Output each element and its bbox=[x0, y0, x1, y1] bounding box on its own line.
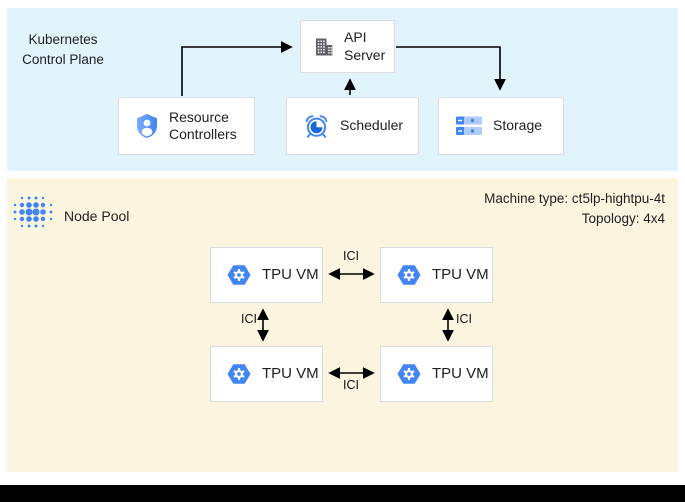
machine-type-label: Machine type: ct5lp-hightpu-4t bbox=[484, 191, 665, 206]
api-server-node: API Server bbox=[300, 20, 395, 73]
hexagon-gear-icon bbox=[396, 361, 422, 387]
hexagon-gear-icon bbox=[396, 262, 422, 288]
topology-label: Topology: 4x4 bbox=[581, 210, 665, 226]
tpu-vm-node-bottom-right: TPU VM bbox=[380, 346, 493, 402]
tpu-vm-node-top-left: TPU VM bbox=[210, 247, 323, 303]
node-pool-title: Node Pool bbox=[64, 208, 130, 224]
scheduler-node: Scheduler bbox=[286, 97, 419, 155]
control-plane-title: Kubernetes Control Plane bbox=[22, 32, 104, 68]
node-pool-meta: Machine type: ct5lp-hightpu-4t Topology:… bbox=[484, 189, 665, 228]
api-server-label: API Server bbox=[344, 29, 386, 63]
ici-label-top: ICI bbox=[343, 249, 359, 263]
scheduler-label: Scheduler bbox=[340, 117, 404, 134]
alarm-clock-icon bbox=[303, 113, 330, 140]
storage-label: Storage bbox=[493, 117, 543, 134]
tpu-vm-label: TPU VM bbox=[432, 265, 489, 283]
building-icon bbox=[313, 36, 335, 58]
ici-label-right: ICI bbox=[456, 312, 472, 326]
node-pool-panel bbox=[7, 178, 678, 472]
tpu-vm-label: TPU VM bbox=[432, 364, 489, 382]
ici-label-bottom: ICI bbox=[343, 378, 359, 392]
tpu-vm-node-top-right: TPU VM bbox=[380, 247, 493, 303]
resource-controllers-label: Resource Controllers bbox=[169, 108, 237, 143]
hexagon-gear-icon bbox=[226, 262, 252, 288]
ici-label-left: ICI bbox=[241, 312, 257, 326]
server-stack-icon bbox=[455, 115, 483, 137]
dot-cluster-icon bbox=[11, 194, 55, 232]
storage-node: Storage bbox=[438, 97, 564, 155]
tpu-vm-label: TPU VM bbox=[262, 265, 319, 283]
tpu-vm-node-bottom-left: TPU VM bbox=[210, 346, 323, 402]
hexagon-gear-icon bbox=[226, 361, 252, 387]
tpu-vm-label: TPU VM bbox=[262, 364, 319, 382]
shield-user-icon bbox=[135, 113, 159, 139]
bottom-black-bar bbox=[0, 485, 685, 502]
resource-controllers-node: Resource Controllers bbox=[118, 97, 255, 155]
